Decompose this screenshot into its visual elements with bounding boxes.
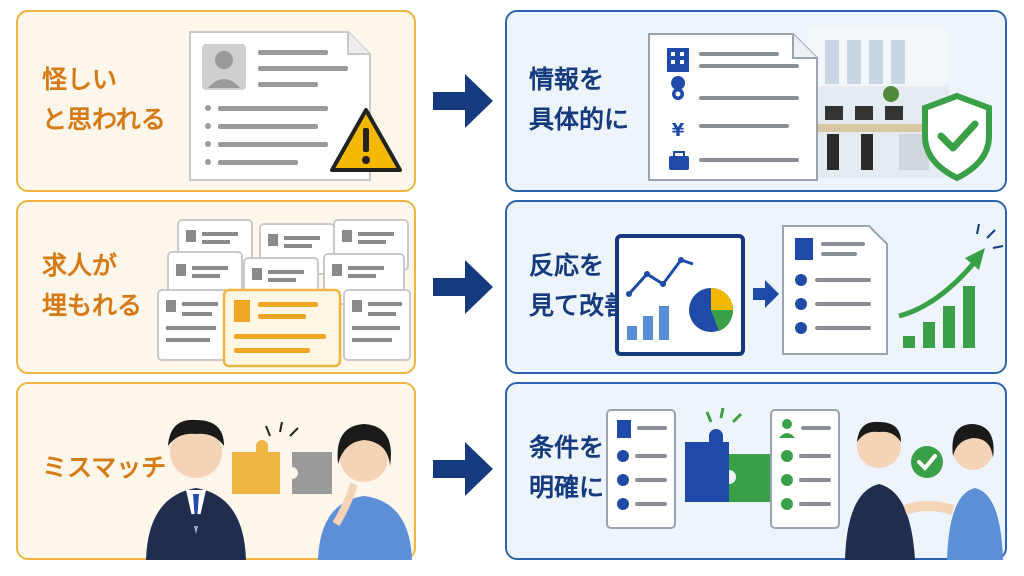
- office-photo: [807, 26, 949, 178]
- candidate-checklist-icon: [770, 409, 840, 529]
- company-checklist-icon: [606, 409, 676, 529]
- mismatch-illustration: [146, 419, 412, 560]
- building-icon: [667, 48, 689, 72]
- problem-label-mismatch: ミスマッチ: [42, 453, 167, 482]
- document-icon: [189, 31, 371, 181]
- specific-info-illustration: ¥: [648, 26, 992, 182]
- solution-label-clarify: 条件を 明確に: [529, 433, 605, 502]
- problem-panel-mismatch: ミスマッチ: [16, 382, 416, 560]
- arrow-right-icon: [433, 74, 493, 128]
- problem-label-buried: 求人が 埋もれる: [42, 251, 143, 320]
- yen-icon: ¥: [672, 120, 685, 141]
- arrow-right-icon: [433, 260, 493, 314]
- solution-panel-specific-info: 情報を 具体的に ¥: [505, 10, 1007, 192]
- frustrated-man-figure: [146, 419, 246, 560]
- solution-panel-clarify: 条件を 明確に: [505, 382, 1007, 560]
- checklist-document-icon: [782, 225, 888, 355]
- briefcase-icon: [669, 156, 689, 170]
- problem-label-suspicious: 怪しい と思われる: [42, 65, 166, 134]
- suspicious-document-illustration: [189, 31, 402, 181]
- growth-chart-icon: [898, 223, 1004, 348]
- improve-by-response-illustration: [615, 223, 1004, 356]
- problem-panel-buried: 求人が 埋もれる: [16, 200, 416, 374]
- warning-icon: [330, 108, 402, 172]
- problem-panel-suspicious: 怪しい と思われる: [16, 10, 416, 192]
- solution-panel-improve: 反応を 見て改善: [505, 200, 1007, 374]
- buried-job-postings-illustration: [157, 219, 411, 368]
- matching-puzzle-pieces-icon: [685, 407, 773, 502]
- solution-label-improve: 反応を 見て改善: [529, 251, 630, 320]
- check-circle-icon: [911, 446, 943, 478]
- info-document-icon: ¥: [648, 33, 818, 181]
- analytics-dashboard-icon: [615, 234, 745, 356]
- worried-woman-figure: [318, 424, 412, 560]
- pie-chart-icon: [689, 288, 734, 332]
- solution-label-specific-info: 情報を 具体的に: [529, 65, 630, 134]
- puzzle-pieces-icon: [232, 421, 332, 494]
- small-arrow-right-icon: [753, 280, 779, 308]
- highlighted-job-card: [222, 288, 342, 368]
- arrow-right-icon: [433, 442, 493, 496]
- clarify-conditions-illustration: [606, 407, 1003, 560]
- security-shield-check-icon: [922, 92, 992, 182]
- handshake-figures: [845, 421, 1003, 560]
